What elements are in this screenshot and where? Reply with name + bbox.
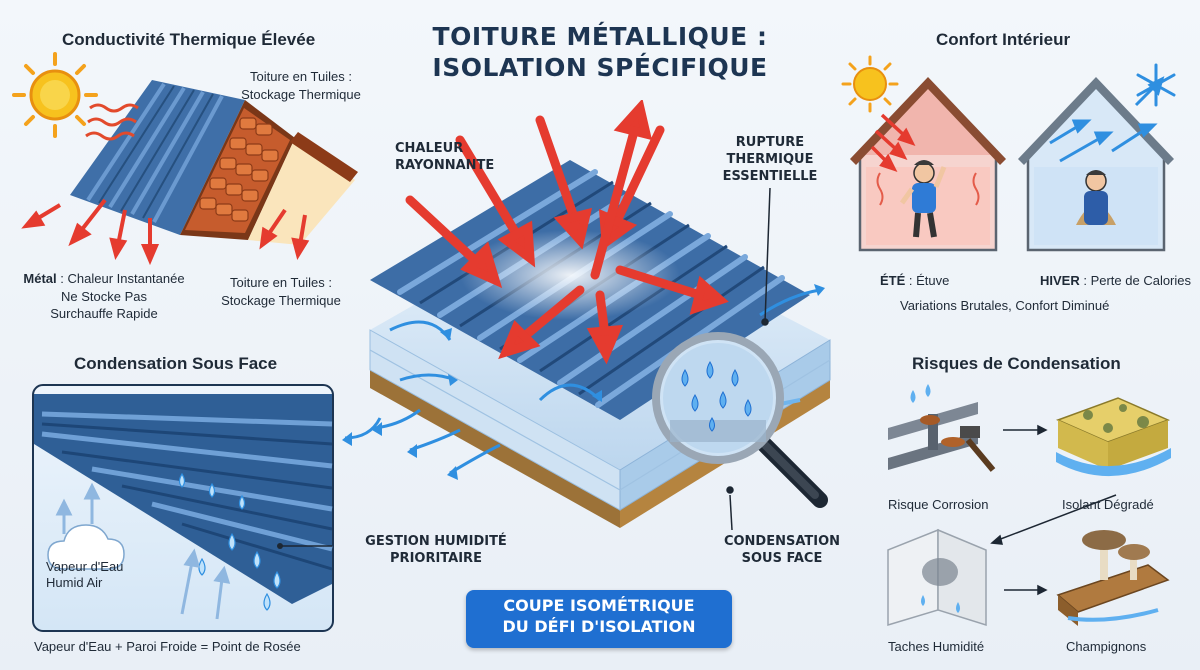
- risks-heading: Risques de Condensation: [912, 354, 1121, 373]
- heat-wave-icons: [85, 103, 139, 141]
- magnifier-icon: [652, 332, 828, 508]
- comfort-illustration: [841, 55, 1176, 252]
- winter-label: HIVER : Perte de Calories: [1040, 273, 1192, 288]
- tile-storage-label-bottom: Toiture en Tuiles : Stockage Thermique: [221, 275, 341, 308]
- vapor-up-arrows: [55, 482, 231, 620]
- risk-corrosion-label: Risque Corrosion: [888, 497, 989, 512]
- risk-flow-arrows: [990, 424, 1117, 596]
- metal-roof-sheet: [70, 80, 245, 235]
- tile-storage-label-top: Toiture en Tuiles : Stockage Thermique: [241, 69, 361, 102]
- water-droplet-icons: [178, 472, 281, 611]
- humidity-management-label: GESTION HUMIDITÉ PRIORITAIRE: [365, 534, 507, 566]
- airflow-arrowheads: [342, 284, 825, 480]
- isometric-roof-cut: [342, 100, 831, 531]
- metal-heat-label: Métal : Chaleur Instantanée Ne Stocke Pa…: [23, 271, 185, 322]
- isometric-cut-badge: COUPE ISOMÉTRIQUE DU DÉFI D'ISOLATION: [466, 590, 732, 648]
- summer-house: [850, 77, 1006, 252]
- dew-point-formula: Vapeur d'Eau + Paroi Froide = Point de R…: [34, 639, 301, 654]
- risk-mushrooms-label: Champignons: [1066, 639, 1147, 654]
- radiant-heat-arrows: [405, 100, 729, 365]
- underside-condensation-label: CONDENSATION SOUS FACE: [723, 534, 841, 566]
- comfort-heading: Confort Intérieur: [936, 30, 1071, 49]
- radiant-heat-label: CHALEUR RAYONNANTE: [395, 141, 495, 173]
- comfort-variation-label: Variations Brutales, Confort Diminué: [900, 298, 1110, 313]
- snowflake-icon: [1136, 63, 1176, 107]
- conductivity-illustration: [12, 52, 358, 266]
- main-title-line2: ISOLATION SPÉCIFIQUE: [432, 52, 768, 82]
- degraded-insulation-icon: [1055, 397, 1171, 477]
- humidity-callout-line: [277, 543, 332, 549]
- vapor-cloud-icon: [47, 524, 125, 570]
- main-title-line1: TOITURE MÉTALLIQUE :: [432, 22, 768, 51]
- risk-insulation-label: Isolant Dégradé: [1062, 497, 1154, 512]
- humidity-stain-icon: [887, 528, 987, 627]
- corroded-beam-icon: [888, 384, 996, 472]
- sun-icon: [841, 55, 899, 113]
- condensation-panel: [32, 384, 334, 632]
- hot-person-icon: [899, 160, 947, 238]
- vapor-label: Vapeur d'Eau Humid Air: [46, 559, 124, 590]
- heat-down-arrows: [21, 198, 310, 266]
- risks-illustration: [887, 384, 1171, 627]
- cold-person-icon: [1076, 170, 1116, 225]
- risk-stains-label: Taches Humidité: [888, 639, 985, 654]
- conductivity-heading: Conductivité Thermique Élevée: [62, 30, 316, 49]
- summer-heat-arrows: [870, 113, 916, 172]
- main-title: TOITURE MÉTALLIQUE : ISOLATION SPÉCIFIQU…: [380, 22, 820, 83]
- summer-label: ÉTÉ : Étuve: [880, 273, 950, 288]
- sun-icon: [12, 52, 98, 138]
- mushrooms-icon: [1056, 530, 1170, 626]
- condensation-heading: Condensation Sous Face: [74, 354, 278, 373]
- winter-cold-arrows: [1049, 76, 1165, 163]
- tile-roof: [180, 100, 358, 245]
- winter-house: [1018, 77, 1174, 252]
- callout-lines: [726, 187, 771, 531]
- thermal-break-label: RUPTURE THERMIQUE ESSENTIELLE: [722, 135, 818, 184]
